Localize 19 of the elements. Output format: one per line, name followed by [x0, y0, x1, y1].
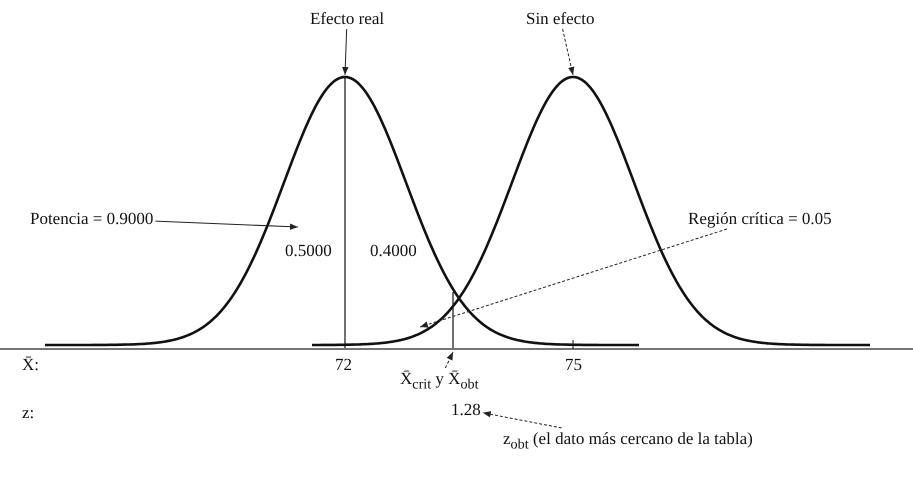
value-label: 0.5000 — [285, 242, 332, 259]
arrow — [154, 220, 298, 230]
value-label: X̄: — [22, 356, 39, 373]
arrow — [342, 28, 348, 76]
value-label: z: — [22, 404, 34, 421]
leader-line — [420, 228, 728, 328]
callout-text: Región crítica = 0.05 — [688, 210, 832, 227]
callout-text: X̄$_{crit}$ y X̄$_{obt}$ — [400, 370, 479, 392]
value-label: 0.4000 — [370, 242, 417, 259]
callout-text: Efecto real — [310, 10, 384, 27]
value-label: 72 — [335, 356, 352, 373]
callout-text: 1.28 — [451, 401, 481, 418]
leader-line — [444, 352, 454, 368]
leader-line — [482, 411, 562, 428]
leader-line — [562, 28, 574, 76]
callout-text: Potencia = 0.9000 — [30, 210, 154, 227]
callout-text: z$_{obt}$ (el dato más cercano de la tabla) — [503, 430, 753, 452]
value-label: 75 — [565, 356, 582, 373]
callout-text: Sin efecto — [526, 10, 594, 27]
